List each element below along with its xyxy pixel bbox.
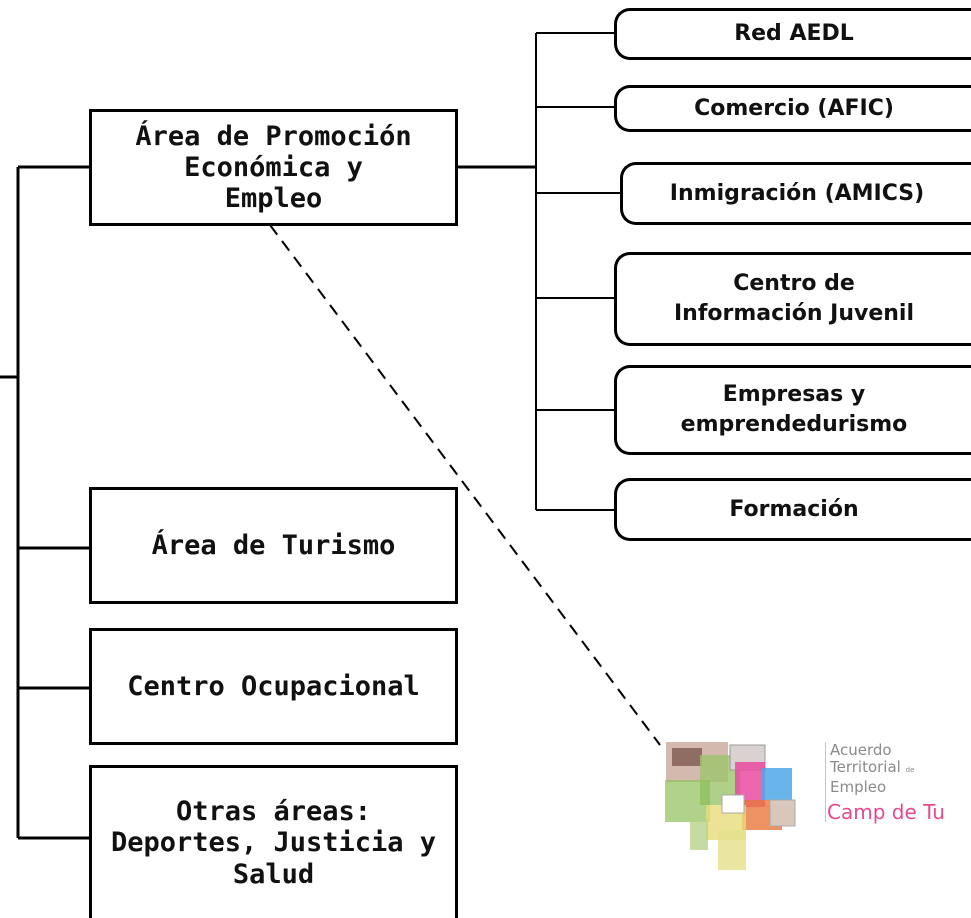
- node-label: Área de Promoción Económica y Empleo: [135, 120, 412, 215]
- logo-text: Acuerdo Territorial de Empleo: [830, 742, 914, 796]
- node-empresas-emprendedurismo: Empresas y emprendedurismo: [614, 365, 971, 455]
- logo-subtitle: Camp de Tu: [827, 800, 945, 824]
- node-label: Red AEDL: [734, 21, 854, 47]
- node-label: Otras áreas: Deportes, Justicia y Salud: [110, 796, 437, 890]
- node-label: Centro Ocupacional: [127, 670, 420, 702]
- node-label: Formación: [729, 496, 859, 522]
- node-label: Comercio (AFIC): [694, 95, 894, 121]
- node-label: Inmigración (AMICS): [669, 180, 925, 206]
- node-formacion: Formación: [614, 478, 971, 541]
- logo-mosaic-icon: [665, 742, 796, 870]
- node-label: Empresas y emprendedurismo: [680, 382, 908, 437]
- node-promocion-economica: Área de Promoción Económica y Empleo: [89, 109, 458, 226]
- node-otras-areas: Otras áreas: Deportes, Justicia y Salud: [89, 765, 458, 918]
- logo-line-3: Empleo: [830, 778, 887, 796]
- node-red-aedl: Red AEDL: [614, 8, 971, 60]
- node-label: Centro de Información Juvenil: [673, 271, 915, 326]
- logo-line-1: Acuerdo: [830, 741, 892, 759]
- dashed-pointer-line: [269, 224, 661, 746]
- node-centro-informacion-juvenil: Centro de Información Juvenil: [614, 252, 971, 346]
- node-inmigracion-amics: Inmigración (AMICS): [620, 162, 971, 225]
- logo-line-2: Territorial de: [830, 758, 915, 776]
- node-label: Área de Turismo: [151, 529, 396, 561]
- node-comercio-afic: Comercio (AFIC): [614, 85, 971, 132]
- node-area-turismo: Área de Turismo: [89, 487, 458, 604]
- logo-divider: [825, 742, 826, 822]
- node-centro-ocupacional: Centro Ocupacional: [89, 628, 458, 745]
